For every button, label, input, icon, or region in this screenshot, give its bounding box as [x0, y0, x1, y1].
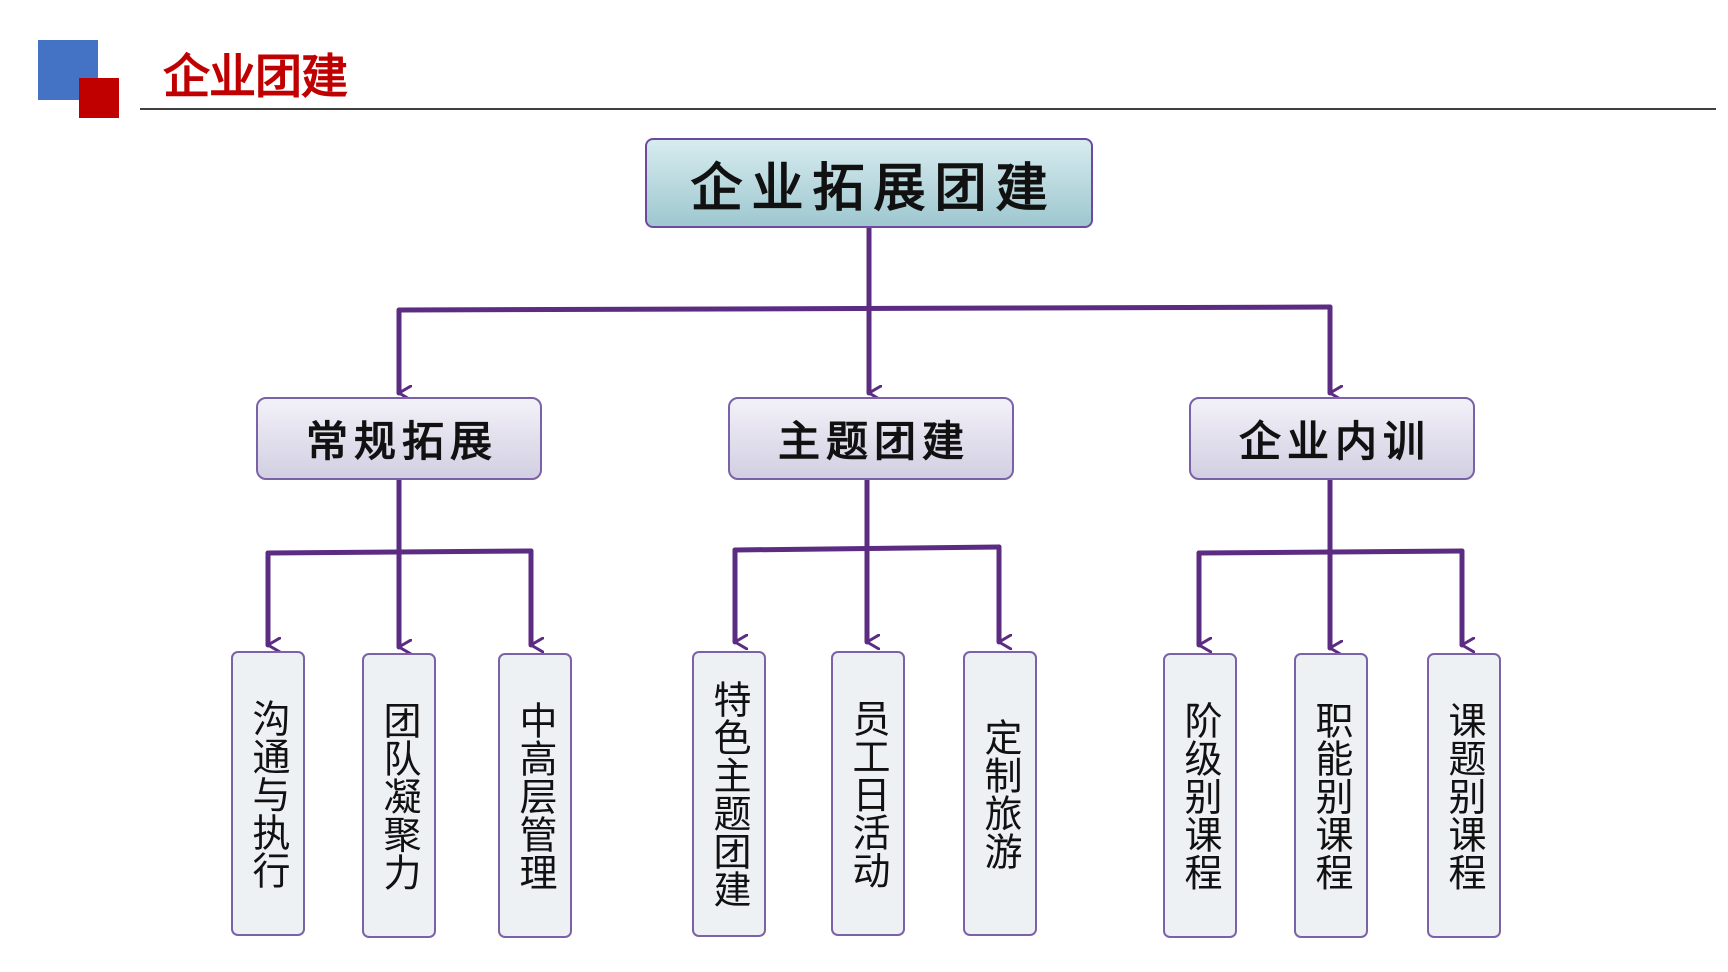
leaf-node-label: 职能别课程: [1309, 700, 1353, 891]
group-node-2: 主题团建: [728, 397, 1014, 480]
root-node-label: 企业拓展团建: [690, 158, 1057, 219]
leaf-node: 员工日活动: [831, 651, 905, 936]
logo-red-square: [79, 78, 119, 118]
leaf-node: 特色主题团建: [692, 651, 766, 937]
leaf-node-label: 沟通与执行: [246, 698, 290, 889]
leaf-node-label: 阶级别课程: [1178, 700, 1222, 891]
leaf-node-label: 团队凝聚力: [377, 700, 421, 891]
leaf-node: 阶级别课程: [1163, 653, 1237, 938]
leaf-node: 沟通与执行: [231, 651, 305, 936]
group-node-label: 主题团建: [777, 417, 970, 466]
group-node-label: 企业内训: [1238, 417, 1431, 466]
group-node-label: 常规拓展: [305, 417, 498, 466]
leaf-node-label: 中高层管理: [513, 700, 557, 891]
leaf-node-label: 员工日活动: [846, 698, 890, 889]
leaf-node-label: 特色主题团建: [707, 680, 751, 908]
group-node-3: 企业内训: [1189, 397, 1475, 480]
page-title: 企业团建: [163, 50, 348, 105]
leaf-node: 职能别课程: [1294, 653, 1368, 938]
root-node: 企业拓展团建: [645, 138, 1093, 228]
title-divider: [140, 108, 1716, 110]
leaf-node: 团队凝聚力: [362, 653, 436, 938]
leaf-node-label: 定制旅游: [978, 717, 1022, 870]
group-node-1: 常规拓展: [256, 397, 542, 480]
leaf-node: 定制旅游: [963, 651, 1037, 936]
leaf-node-label: 课题别课程: [1442, 700, 1486, 891]
leaf-node: 中高层管理: [498, 653, 572, 938]
leaf-node: 课题别课程: [1427, 653, 1501, 938]
root-bar: [397, 304, 1333, 313]
